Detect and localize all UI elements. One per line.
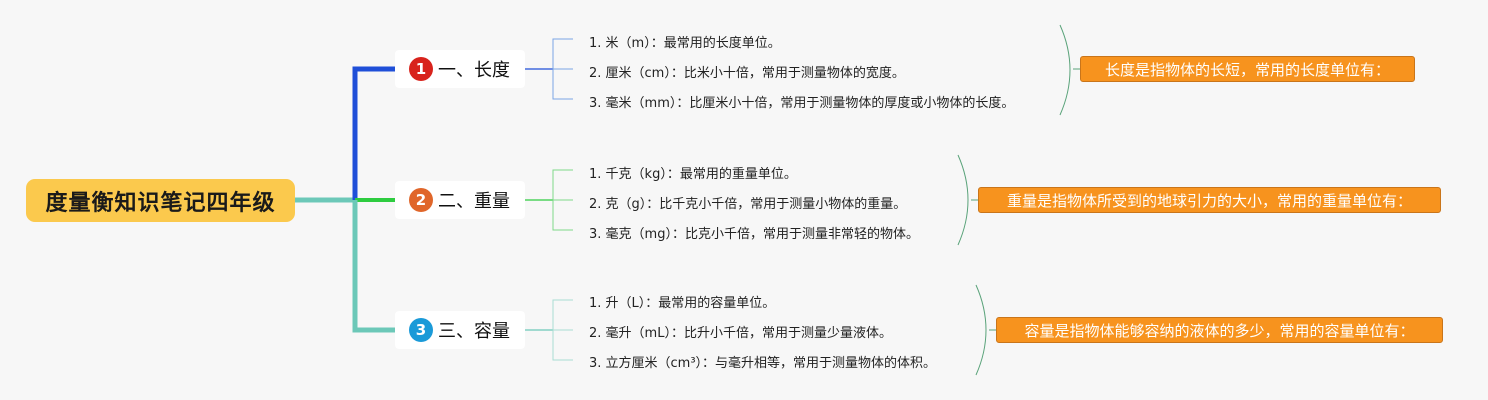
leaf-item-milligram[interactable]: 3. 毫克（mg）：比克小千倍，常用于测量非常轻的物体。 bbox=[589, 227, 919, 242]
root-topic[interactable]: 度量衡知识笔记四年级 bbox=[26, 179, 295, 222]
number-one-badge-icon: 1 bbox=[409, 57, 433, 81]
summary-note-capacity[interactable]: 容量是指物体能够容纳的液体的多少，常用的容量单位有： bbox=[996, 317, 1443, 343]
leaf-item-centimeter[interactable]: 2. 厘米（cm）：比米小十倍，常用于测量物体的宽度。 bbox=[589, 66, 905, 81]
branch-label: 三、容量 bbox=[438, 321, 510, 342]
root-title: 度量衡知识笔记四年级 bbox=[45, 190, 276, 216]
number-three-badge-icon: 3 bbox=[409, 318, 433, 342]
leaf-item-kilogram[interactable]: 1. 千克（kg）：最常用的重量单位。 bbox=[589, 167, 797, 182]
leaf-item-cubic-centimeter[interactable]: 3. 立方厘米（cm³）：与毫升相等，常用于测量物体的体积。 bbox=[589, 356, 937, 371]
leaf-item-gram[interactable]: 2. 克（g）：比千克小千倍，常用于测量小物体的重量。 bbox=[589, 197, 907, 212]
branch-weight[interactable]: 2 二、重量 bbox=[395, 181, 525, 219]
leaf-item-millimeter[interactable]: 3. 毫米（mm）：比厘米小十倍，常用于测量物体的厚度或小物体的长度。 bbox=[589, 96, 1015, 111]
branch-capacity[interactable]: 3 三、容量 bbox=[395, 311, 525, 349]
leaf-item-liter[interactable]: 1. 升（L）：最常用的容量单位。 bbox=[589, 296, 776, 311]
summary-note-weight[interactable]: 重量是指物体所受到的地球引力的大小，常用的重量单位有： bbox=[978, 187, 1441, 213]
leaf-item-milliliter[interactable]: 2. 毫升（mL）：比升小千倍，常用于测量少量液体。 bbox=[589, 326, 892, 341]
number-two-badge-icon: 2 bbox=[409, 188, 433, 212]
summary-note-length[interactable]: 长度是指物体的长短，常用的长度单位有： bbox=[1080, 56, 1415, 82]
branch-label: 二、重量 bbox=[438, 191, 510, 212]
branch-label: 一、长度 bbox=[438, 60, 510, 81]
leaf-item-meter[interactable]: 1. 米（m）：最常用的长度单位。 bbox=[589, 36, 781, 51]
branch-length[interactable]: 1 一、长度 bbox=[395, 50, 525, 88]
